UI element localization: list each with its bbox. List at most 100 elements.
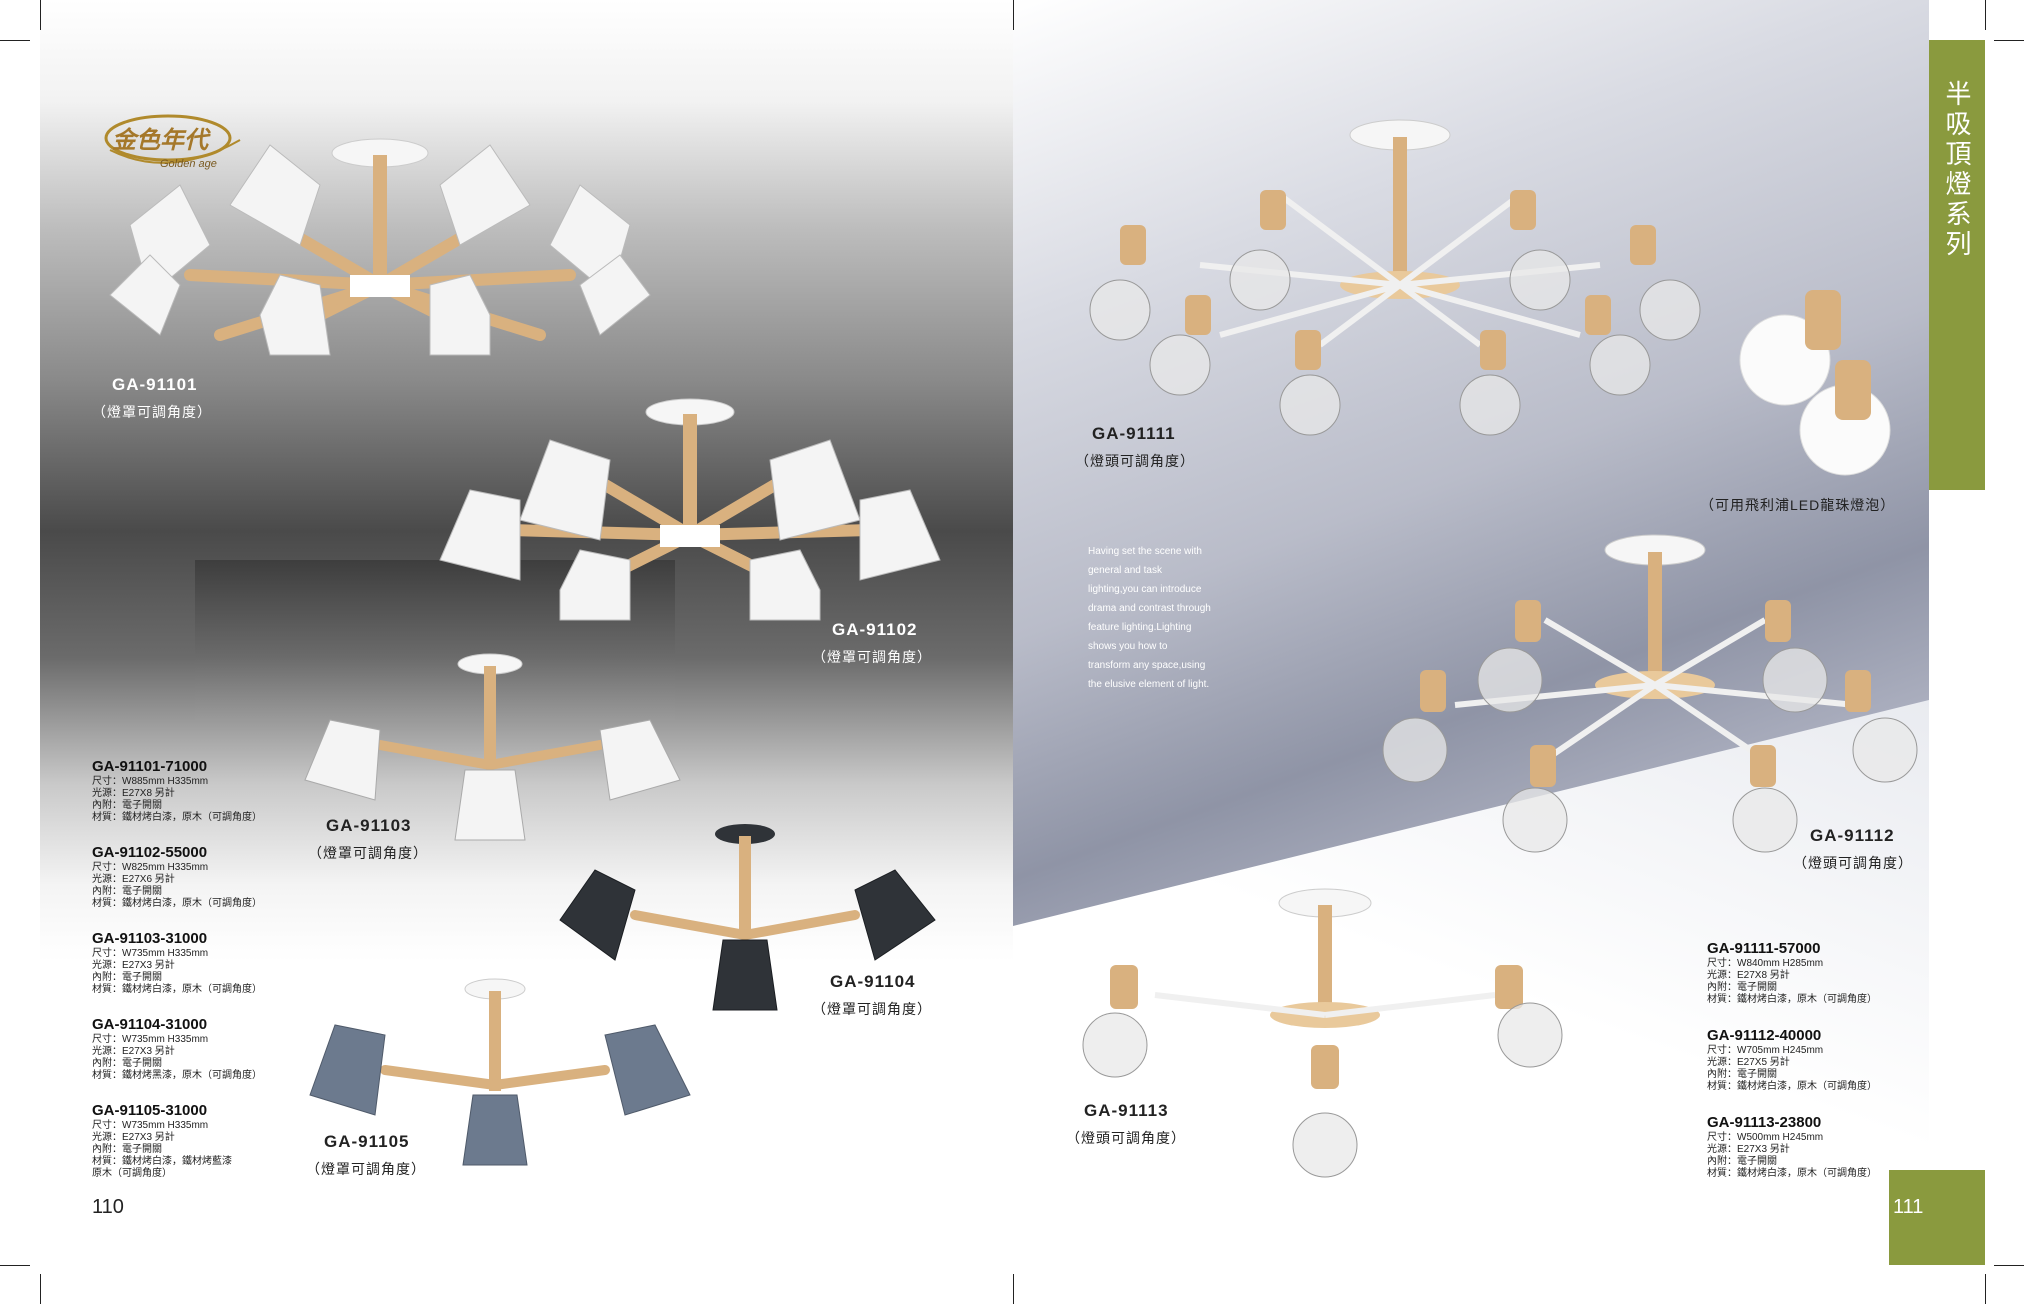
- spec-line: 內附：電子開關: [92, 800, 162, 811]
- spec-line: 材質：鐵材烤黑漆，原木（可調角度）: [92, 1070, 262, 1081]
- spec-code: GA-91101-71000: [92, 758, 208, 775]
- crop-mark: [1013, 1274, 1014, 1304]
- spec-line: 尺寸：W735mm H335mm: [92, 948, 209, 959]
- lamp-image-ga-91101: [109, 138, 651, 356]
- product-code-ga-91112: GA-91112: [1810, 826, 1895, 845]
- description-line: shows you how to: [1088, 641, 1168, 652]
- spec-details: 尺寸：W735mm H335mm 光源：E27X3 另計 內附：電子開關 材質：…: [92, 1034, 262, 1082]
- spec-line: 光源：E27X3 另計: [92, 1046, 175, 1057]
- brand-logo: 金色年代 Golden age: [100, 110, 250, 180]
- spec-line: 尺寸：W735mm H335mm: [92, 1120, 209, 1131]
- spec-line: 內附：電子開關: [1707, 1156, 1777, 1167]
- spec-line: 尺寸：W885mm H335mm: [92, 776, 209, 787]
- crop-mark: [0, 40, 30, 41]
- spec-details: 尺寸：W840mm H285mm 光源：E27X8 另計 內附：電子開關 材質：…: [1707, 958, 1877, 1006]
- spec-line: 材質：鐵材烤白漆，原木（可調角度）: [1707, 1081, 1877, 1092]
- spec-line: 尺寸：W840mm H285mm: [1707, 958, 1824, 969]
- page-number-right: 111: [1893, 1196, 1924, 1218]
- spec-line: 尺寸：W735mm H335mm: [92, 1034, 209, 1045]
- lamp-image-ga-91112: [1382, 534, 1918, 853]
- page-number-box: [1889, 1170, 1985, 1265]
- description-line: lighting,you can introduce: [1088, 584, 1202, 595]
- product-note-ga-91101: （燈罩可調角度）: [92, 404, 212, 420]
- lamp-image-ga-91102: [439, 398, 941, 621]
- lamp-image-ga-91113: [1082, 888, 1563, 1178]
- spec-details: 尺寸：W885mm H335mm 光源：E27X8 另計 內附：電子開關 材質：…: [92, 776, 262, 824]
- description-line: general and task: [1088, 565, 1162, 576]
- bulb-detail-image: [1739, 290, 1891, 476]
- description-text: Having set the scene with general and ta…: [1088, 542, 1248, 694]
- description-line: feature lighting.Lighting: [1088, 622, 1192, 633]
- spec-line: 尺寸：W705mm H245mm: [1707, 1045, 1824, 1056]
- spec-line: 材質：鐵材烤白漆，原木（可調角度）: [92, 898, 262, 909]
- product-note-ga-91111: （燈頭可調角度）: [1075, 453, 1195, 469]
- crop-mark: [1994, 1265, 2024, 1266]
- product-code-ga-91102: GA-91102: [832, 620, 918, 639]
- spec-line: 光源：E27X3 另計: [92, 1132, 175, 1143]
- lamp-image-ga-91105: [309, 978, 691, 1166]
- product-note-ga-91102: （燈罩可調角度）: [812, 649, 932, 665]
- spec-details: 尺寸：W735mm H335mm 光源：E27X3 另計 內附：電子開關 材質：…: [92, 948, 262, 996]
- description-line: transform any space,using: [1088, 660, 1206, 671]
- spec-line: 尺寸：W825mm H335mm: [92, 862, 209, 873]
- spec-line: 材質：鐵材烤白漆，原木（可調角度）: [92, 984, 262, 995]
- crop-mark: [1985, 1274, 1986, 1304]
- description-line: the elusive element of light.: [1088, 679, 1210, 690]
- bulb-note: （可用飛利浦LED龍珠燈泡）: [1700, 497, 1896, 513]
- lamp-image-ga-91103: [304, 653, 681, 841]
- product-note-ga-91103: （燈罩可調角度）: [308, 845, 428, 861]
- spec-line: 材質：鐵材烤白漆，原木（可調角度）: [1707, 994, 1877, 1005]
- crop-mark: [40, 1274, 41, 1304]
- page-number-left: 110: [92, 1196, 124, 1218]
- spec-code: GA-91112-40000: [1707, 1027, 1822, 1044]
- crop-mark: [1994, 40, 2024, 41]
- spec-code: GA-91111-57000: [1707, 940, 1821, 957]
- spec-details: 尺寸：W500mm H245mm 光源：E27X3 另計 內附：電子開關 材質：…: [1707, 1132, 1877, 1180]
- spec-line: 內附：電子開關: [1707, 1069, 1777, 1080]
- crop-mark: [0, 1265, 30, 1266]
- spec-line: 材質：鐵材烤白漆，原木（可調角度）: [92, 812, 262, 823]
- spec-code: GA-91105-31000: [92, 1102, 208, 1119]
- product-note-ga-91105: （燈罩可調角度）: [306, 1161, 426, 1177]
- crop-mark: [40, 0, 41, 30]
- spec-line: 內附：電子開關: [1707, 982, 1777, 993]
- product-note-ga-91113: （燈頭可調角度）: [1066, 1130, 1186, 1146]
- spec-line: 尺寸：W500mm H245mm: [1707, 1132, 1824, 1143]
- logo-emblem-icon: [104, 114, 241, 164]
- spec-line: 內附：電子開關: [92, 1144, 162, 1155]
- product-note-ga-91104: （燈罩可調角度）: [812, 1001, 932, 1017]
- lamp-image-ga-91111: [1089, 119, 1701, 436]
- product-code-ga-91101: GA-91101: [112, 375, 198, 394]
- logo-text: 金色年代: [112, 127, 208, 154]
- spec-line: 內附：電子開關: [92, 972, 162, 983]
- spec-line: 原木（可調角度）: [92, 1168, 172, 1179]
- spec-line: 內附：電子開關: [92, 1058, 162, 1069]
- logo-subtext: Golden age: [160, 158, 217, 170]
- side-category-title: 半吸頂燈系列: [1942, 80, 1972, 260]
- description-line: drama and contrast through: [1088, 603, 1211, 614]
- spec-code: GA-91102-55000: [92, 844, 208, 861]
- crop-mark: [1013, 0, 1014, 30]
- spec-code: GA-91103-31000: [92, 930, 208, 947]
- lamp-image-ga-91104: [559, 824, 936, 1011]
- spec-details: 尺寸：W825mm H335mm 光源：E27X6 另計 內附：電子開關 材質：…: [92, 862, 262, 910]
- spec-details: 尺寸：W735mm H335mm 光源：E27X3 另計 內附：電子開關 材質：…: [92, 1120, 232, 1180]
- side-category-bar: [1929, 40, 1985, 490]
- description-line: Having set the scene with: [1088, 546, 1202, 557]
- product-code-ga-91103: GA-91103: [326, 816, 412, 835]
- spec-line: 光源：E27X3 另計: [92, 960, 175, 971]
- spec-line: 光源：E27X8 另計: [1707, 970, 1790, 981]
- spec-line: 光源：E27X8 另計: [92, 788, 175, 799]
- spec-details: 尺寸：W705mm H245mm 光源：E27X5 另計 內附：電子開關 材質：…: [1707, 1045, 1877, 1093]
- spec-line: 光源：E27X3 另計: [1707, 1144, 1790, 1155]
- product-code-ga-91113: GA-91113: [1084, 1101, 1169, 1120]
- product-code-ga-91104: GA-91104: [830, 972, 916, 991]
- spec-code: GA-91113-23800: [1707, 1114, 1822, 1131]
- product-code-ga-91111: GA-91111: [1092, 424, 1176, 443]
- spec-line: 材質：鐵材烤白漆，原木（可調角度）: [1707, 1168, 1877, 1179]
- spec-line: 內附：電子開關: [92, 886, 162, 897]
- spec-code: GA-91104-31000: [92, 1016, 208, 1033]
- product-note-ga-91112: （燈頭可調角度）: [1793, 855, 1913, 871]
- spec-line: 光源：E27X5 另計: [1707, 1057, 1790, 1068]
- product-code-ga-91105: GA-91105: [324, 1132, 410, 1151]
